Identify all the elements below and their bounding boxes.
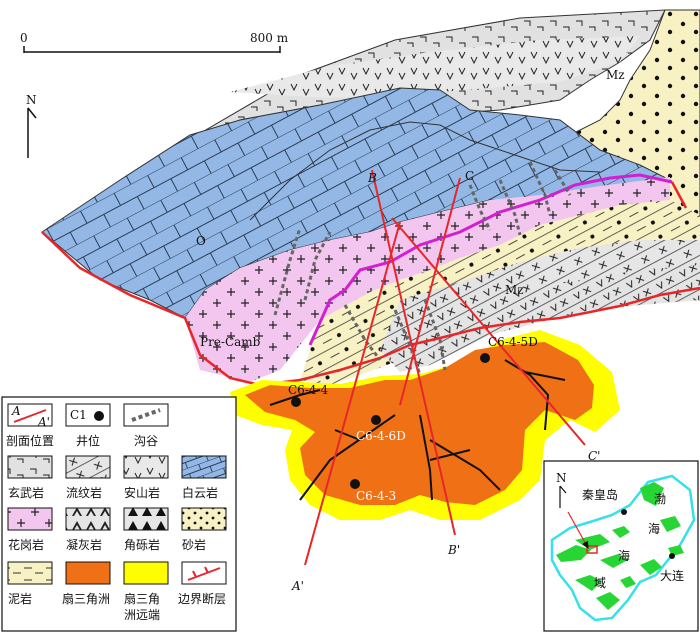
scale-start: 0 (20, 31, 28, 45)
section-lines (304, 169, 586, 566)
legend-label-breccia: 角砾岩 (124, 537, 160, 552)
unconformity-line (308, 173, 673, 346)
legend-label-basalt: 玄武岩 (8, 485, 44, 500)
legend-label-well: 井位 (76, 433, 100, 448)
scale-bar: 0 800 m (20, 31, 289, 53)
inset-label-yu: 域 (594, 576, 606, 590)
scale-end: 800 m (250, 31, 289, 45)
geology-units (41, 9, 700, 385)
legend-label-fan-distal-2: 洲远端 (124, 608, 160, 622)
section-c2 (399, 177, 461, 406)
label-c: C (465, 169, 474, 183)
legend-label-section: 剖面位置 (6, 433, 54, 448)
inset-label-hai1: 海 (648, 521, 660, 536)
legend-label-tuff: 凝灰岩 (66, 537, 102, 552)
legend-label-granite: 花岗岩 (8, 537, 44, 552)
unit-rhyolite-strip (520, 240, 700, 290)
well-c6-4-5d[interactable]: C6-4-5D (480, 335, 538, 363)
well-label: C6-4-3 (356, 489, 396, 503)
label-mz-top: Mz (606, 68, 625, 82)
legend-sym-c1: C1 (70, 408, 87, 422)
unit-andesite-band (230, 36, 640, 98)
legend-label-boundary-fault: 边界断层 (178, 591, 226, 606)
legend-sym-a2: A' (37, 415, 50, 429)
north-label: N (26, 93, 37, 107)
contact-line-ridge (249, 121, 601, 221)
label-o: O (196, 234, 206, 248)
well-label: C6-4-4 (288, 383, 329, 397)
north-arrow: N (26, 93, 37, 158)
legend-label-mudstone: 泥岩 (8, 591, 32, 606)
label-section-b: B' (447, 543, 460, 557)
well-label: C6-4-6D (356, 429, 406, 443)
legend: A A' C1 剖面位置 井位 沟谷 玄武岩 流纹岩 安山岩 白云岩 花岗岩 凝… (1, 396, 237, 632)
legend-label-rhyolite: 流纹岩 (66, 485, 102, 500)
label-section-c: C' (588, 449, 600, 463)
inset-label-hai2: 海 (618, 548, 630, 563)
fan-channels (269, 359, 566, 501)
legend-label-sandstone: 砂岩 (182, 537, 206, 552)
section-a (304, 221, 401, 566)
inset-north-label: N (556, 471, 567, 485)
inset-label-dalian: 大连 (660, 568, 684, 583)
unit-granite (185, 177, 670, 382)
legend-label-fan-delta: 扇三角洲 (62, 591, 110, 606)
fault-east-minor (670, 181, 688, 209)
inset-map: N 秦皇岛 渤 海 海 域 大连 (543, 460, 699, 632)
legend-label-dolomite: 白云岩 (182, 485, 218, 500)
well-label: C6-4-5D (488, 335, 538, 349)
well-c6-4-3[interactable]: C6-4-3 (350, 479, 396, 503)
well-c6-4-4[interactable]: C6-4-4 (288, 383, 329, 407)
wells: C6-4-4 C6-4-6D C6-4-5D C6-4-3 (288, 335, 538, 503)
section-c (391, 217, 586, 446)
inset-label-bo: 渤 (654, 492, 666, 506)
legend-label-andesite: 安山岩 (124, 485, 160, 500)
label-b-top: B (367, 171, 377, 185)
well-c6-4-6d[interactable]: C6-4-6D (356, 415, 406, 443)
label-section-a: A' (291, 579, 304, 593)
legend-label-gully: 沟谷 (134, 434, 158, 448)
inset-label-qinhuangdao: 秦皇岛 (582, 487, 618, 502)
legend-label-fan-distal-1: 扇三角 (124, 591, 160, 606)
label-mz-mid: Mz (505, 283, 524, 297)
label-precamb: Pre-Camb (200, 335, 261, 349)
legend-sym-a: A (11, 404, 21, 418)
